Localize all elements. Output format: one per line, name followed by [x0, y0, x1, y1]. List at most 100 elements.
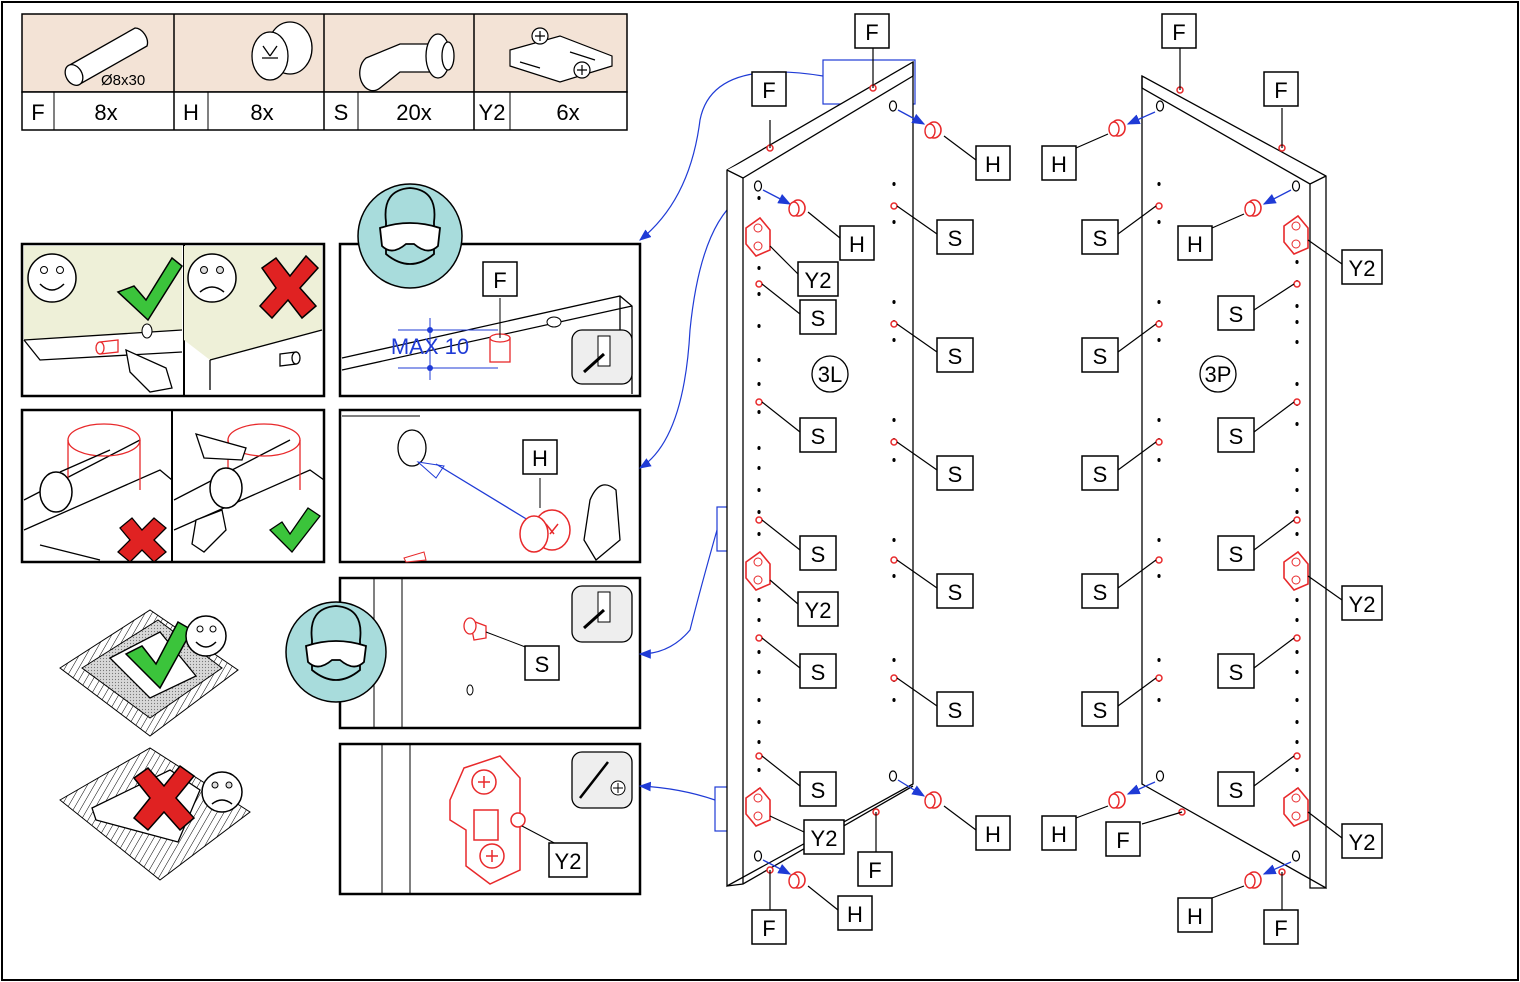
hole-mark: [1157, 458, 1161, 462]
cam-lock-mark: [1244, 871, 1262, 889]
hole-mark: [1295, 340, 1299, 344]
max-depth-label: MAX 10: [391, 334, 469, 359]
panel-3p: [1141, 74, 1327, 890]
hole-mark: [1295, 598, 1299, 602]
part-callout-label: S: [1217, 295, 1255, 331]
hole-mark: [892, 458, 896, 462]
insert-arrow: [897, 109, 926, 125]
leader-line: [761, 519, 801, 551]
svg-text:Y2: Y2: [805, 598, 832, 623]
hole-mark: [1295, 740, 1299, 744]
svg-text:F: F: [1274, 916, 1287, 941]
detail-shelf-support-s: S: [338, 576, 642, 730]
part-callout-label: S: [1217, 771, 1255, 807]
smiley-icon: [185, 615, 227, 657]
hole-mark: [757, 446, 761, 450]
svg-text:Y2: Y2: [805, 268, 832, 293]
checkmark-icon: [124, 620, 194, 690]
part-callout-label: S: [936, 573, 974, 609]
part-callout-label: Y2: [1341, 823, 1383, 859]
part-callout-label: F: [1161, 13, 1197, 49]
hole-mark: [1157, 658, 1161, 662]
svg-text:S: S: [1093, 226, 1108, 251]
detail-h-label: H: [532, 446, 548, 471]
part-callout-label: F: [1105, 821, 1141, 857]
leader-line: [1117, 559, 1157, 589]
red-pin-mark: [755, 752, 763, 760]
hole-mark: [892, 698, 896, 702]
hole-mark: [1157, 538, 1161, 542]
svg-text:S: S: [1229, 542, 1244, 567]
part-callout-label: S: [1217, 653, 1255, 689]
svg-text:S: S: [811, 306, 826, 331]
part-callout-label: H: [1177, 897, 1213, 933]
tip-cam-orientation: [20, 408, 326, 564]
part-callout-label: S: [799, 299, 837, 335]
hole-mark: [757, 740, 761, 744]
svg-text:S: S: [811, 778, 826, 803]
dowel-f-icon: [64, 27, 149, 86]
svg-text:S: S: [811, 542, 826, 567]
cam-lock-mark: [1108, 119, 1126, 137]
hole-mark: [757, 488, 761, 492]
red-pin-mark: [1293, 752, 1301, 760]
red-pin-mark: [1155, 202, 1163, 210]
smiley-icon: [27, 253, 77, 303]
part-callout-label: S: [1081, 219, 1119, 255]
hammer-icon: [571, 329, 633, 385]
hole-mark: [1295, 670, 1299, 674]
sad-face-icon: [187, 253, 237, 303]
svg-text:F: F: [1274, 78, 1287, 103]
cross-icon: [132, 764, 196, 832]
hinge-plate-mark: [745, 550, 771, 591]
insert-arrow: [1126, 781, 1156, 795]
leader-line: [761, 401, 801, 433]
part-callout-label: S: [936, 691, 974, 727]
leader-line: [807, 885, 839, 911]
hole-mark: [757, 598, 761, 602]
hole-mark: [1157, 574, 1161, 578]
hinge-plate-mark: [745, 216, 771, 257]
svg-text:Y2: Y2: [1349, 592, 1376, 617]
part-callout-label: S: [1081, 573, 1119, 609]
red-pin-mark: [755, 634, 763, 642]
cam-hole-mark: [1291, 180, 1301, 192]
detail-hinge-plate-y2: Y2: [338, 742, 642, 896]
cam-hole-mark: [1155, 770, 1165, 782]
insert-arrow: [762, 189, 792, 205]
cam-hole-mark: [1155, 100, 1165, 112]
leader-line: [1253, 519, 1295, 551]
goggles-icon: [357, 183, 463, 289]
svg-text:H: H: [985, 822, 1001, 847]
svg-text:H: H: [847, 902, 863, 927]
red-pin-mark: [890, 674, 898, 682]
svg-text:Y2: Y2: [811, 826, 838, 851]
hole-mark: [757, 670, 761, 674]
screwdriver-icon: [571, 751, 633, 809]
leader-line: [807, 211, 841, 239]
hinge-plate-mark: [1283, 550, 1309, 591]
cam-hole-mark: [753, 180, 763, 192]
hole-mark: [1295, 510, 1299, 514]
cross-icon: [258, 254, 320, 320]
detail-cam-h: H: [338, 408, 642, 564]
svg-text:H: H: [1051, 152, 1067, 177]
leader-line: [761, 283, 801, 315]
insert-arrow: [1262, 861, 1292, 875]
hinge-plate-mark: [1283, 786, 1309, 827]
hole-mark: [1157, 220, 1161, 224]
leader-line: [1117, 441, 1157, 471]
part-callout-label: S: [799, 417, 837, 453]
svg-text:H: H: [849, 232, 865, 257]
cam-hole-mark: [888, 100, 898, 112]
hole-mark: [1295, 260, 1299, 264]
part-callout-label: S: [1081, 691, 1119, 727]
leader-line: [1253, 283, 1295, 311]
red-pin-mark: [1155, 320, 1163, 328]
leader-line: [1117, 205, 1157, 235]
hole-mark: [1157, 418, 1161, 422]
leader-line: [1307, 575, 1343, 601]
svg-text:3P: 3P: [1205, 362, 1232, 387]
